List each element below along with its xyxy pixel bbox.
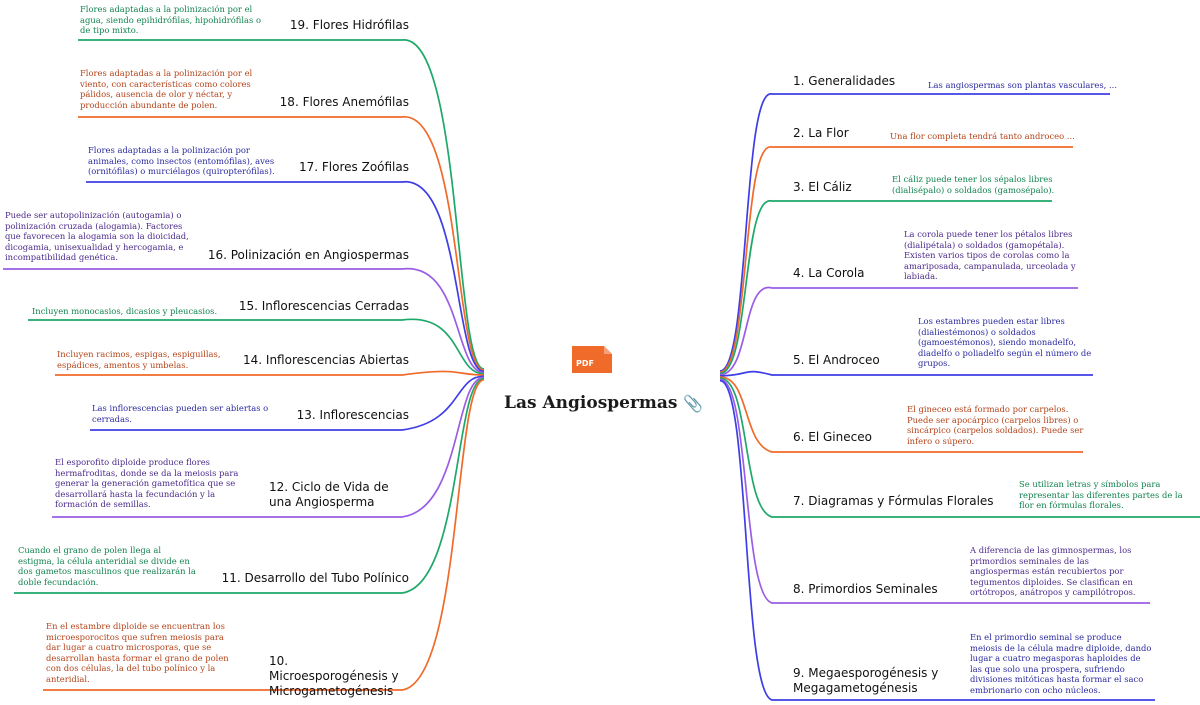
- topic-left-9-label[interactable]: 11. Desarrollo del Tubo Polínico: [221, 571, 409, 585]
- topic-left-3-desc: Flores adaptadas a la polinización por a…: [88, 145, 275, 177]
- topic-left-10-desc: En el estambre diploide se encuentran lo…: [46, 621, 229, 684]
- branch-line-left-6: [55, 370, 485, 376]
- topic-left-4-label[interactable]: 16. Polinización en Angiospermas: [207, 248, 409, 262]
- branch-line-left-3: [86, 181, 485, 373]
- topic-right-1-label[interactable]: 1. Generalidades: [793, 74, 896, 88]
- topic-left-2-label[interactable]: 18. Flores Anemófilas: [279, 95, 409, 109]
- branch-line-left-4: [3, 268, 485, 374]
- branch-line-left-2: [78, 116, 485, 372]
- pdf-file-icon[interactable]: PDF: [568, 344, 614, 375]
- branch-line-right-4: [719, 287, 1078, 376]
- topic-left-8-label[interactable]: 12. Ciclo de Vida de una Angiosperma: [269, 480, 389, 509]
- topic-left-1-label[interactable]: 19. Flores Hidrófilas: [289, 18, 409, 32]
- topic-left-6-label[interactable]: 14. Inflorescencias Abiertas: [243, 353, 409, 367]
- branch-line-right-5: [719, 370, 1093, 377]
- topic-right-4-label[interactable]: 4. La Corola: [793, 266, 865, 280]
- topic-right-7-label[interactable]: 7. Diagramas y Fórmulas Florales: [793, 494, 994, 508]
- branch-line-right-9: [719, 379, 1155, 701]
- topic-left-9-desc: Cuando el grano de polen llega al estigm…: [18, 545, 196, 587]
- branch-line-left-7: [90, 375, 485, 431]
- topic-left-5-label[interactable]: 15. Inflorescencias Cerradas: [238, 299, 409, 313]
- branch-line-right-1: [719, 93, 1110, 372]
- branch-line-left-8: [52, 376, 485, 518]
- topic-left-4-desc: Puede ser autopolinización (autogamia) o…: [5, 210, 189, 263]
- topic-right-6-label[interactable]: 6. El Gineceo: [793, 430, 872, 444]
- topic-right-2-desc: Una flor completa tendrá tanto androceo …: [890, 131, 1075, 141]
- topic-left-6-desc: Incluyen racimos, espigas, espiguillas, …: [57, 349, 221, 370]
- topic-right-9-desc: En el primordio seminal se produce meios…: [970, 632, 1152, 695]
- topic-left-7-label[interactable]: 13. Inflorescencias: [296, 408, 409, 422]
- topic-right-1-desc: Las angiospermas son plantas vasculares,…: [928, 80, 1117, 90]
- topic-right-5-label[interactable]: 5. El Androceo: [793, 353, 880, 367]
- central-topic-title[interactable]: Las Angiospermas: [504, 393, 678, 413]
- topic-right-6-desc: El gineceo está formado por carpelos. Pu…: [907, 404, 1084, 446]
- topic-left-10-label[interactable]: 10. Microesporogénesis y Microgametogéne…: [269, 654, 399, 698]
- topic-right-8-desc: A diferencia de las gimnospermas, los pr…: [970, 545, 1136, 598]
- branch-line-left-9: [14, 377, 485, 594]
- topic-right-8-label[interactable]: 8. Primordios Seminales: [793, 582, 938, 596]
- topic-right-9-label[interactable]: 9. Megaesporogénesis y Megagametogénesis: [793, 666, 939, 695]
- pdf-label: PDF: [576, 359, 594, 368]
- branch-line-right-2: [719, 146, 1073, 374]
- topic-right-2-label[interactable]: 2. La Flor: [793, 126, 849, 140]
- topic-right-7-desc: Se utilizan letras y símbolos para repre…: [1019, 479, 1183, 511]
- branch-line-right-3: [719, 200, 1052, 375]
- topic-left-2-desc: Flores adaptadas a la polinización por e…: [80, 68, 253, 110]
- topic-left-8-desc: El esporofito diploide produce flores he…: [55, 457, 239, 510]
- topic-right-3-desc: El cáliz puede tener los sépalos libres …: [892, 174, 1055, 195]
- topic-left-7-desc: Las inflorescencias pueden ser abiertas …: [92, 403, 269, 424]
- branch-line-right-8: [719, 378, 1150, 604]
- branch-line-left-5: [28, 318, 485, 375]
- branch-line-right-7: [719, 377, 1200, 518]
- topic-right-5-desc: Los estambres pueden estar libres (diali…: [918, 316, 1092, 369]
- topic-right-4-desc: La corola puede tener los pétalos libres…: [904, 229, 1076, 282]
- topic-left-5-desc: Incluyen monocasios, dicasios y pleucasi…: [32, 306, 218, 316]
- branch-line-right-6: [719, 376, 1083, 453]
- topic-left-3-label[interactable]: 17. Flores Zoófilas: [299, 160, 409, 174]
- topic-right-3-label[interactable]: 3. El Cáliz: [793, 180, 852, 194]
- branch-line-left-10: [43, 378, 485, 691]
- topic-left-1-desc: Flores adaptadas a la polinización por e…: [80, 4, 262, 36]
- attachment-clip-icon[interactable]: 📎: [683, 394, 703, 413]
- branch-line-left-1: [78, 39, 485, 370]
